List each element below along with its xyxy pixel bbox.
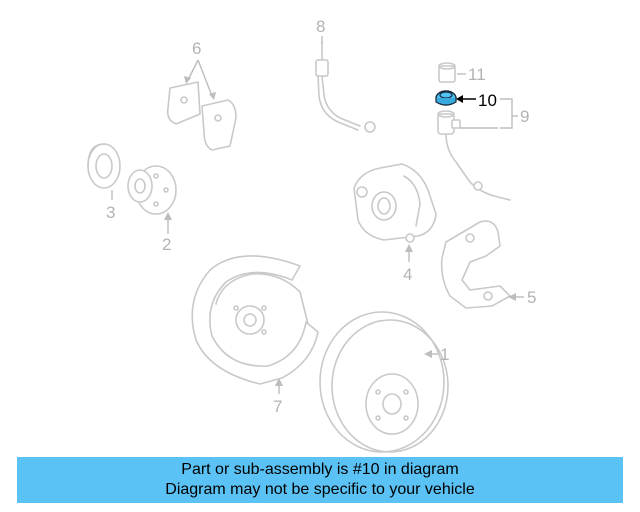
part-8-brake-hose[interactable]: [315, 41, 376, 133]
parts-diagram: 8 6 3 2 11 10: [87, 17, 536, 453]
part-2-hub[interactable]: [127, 165, 177, 215]
callout-2: 2: [162, 235, 171, 254]
callout-11: 11: [468, 65, 486, 84]
callout-1: 1: [440, 345, 449, 364]
part-3-bearing[interactable]: [87, 143, 121, 189]
banner-line-1: Part or sub-assembly is #10 in diagram: [181, 461, 459, 478]
callout-6: 6: [192, 39, 201, 58]
part-10-highlighted[interactable]: [435, 90, 457, 106]
callout-5: 5: [527, 288, 536, 307]
callout-10: 10: [478, 91, 497, 110]
callout-4: 4: [403, 265, 412, 284]
part-4-caliper[interactable]: [353, 163, 437, 243]
part-5-caliper-bracket[interactable]: [440, 220, 511, 309]
banner-line-2: Diagram may not be specific to your vehi…: [165, 481, 475, 498]
part-1-rotor[interactable]: [319, 311, 449, 453]
callout-3: 3: [106, 203, 115, 222]
info-banner: Part or sub-assembly is #10 in diagram D…: [17, 457, 623, 503]
callout-7: 7: [273, 397, 282, 416]
part-11-bleeder-cap[interactable]: [438, 62, 456, 83]
callout-9: 9: [520, 107, 529, 126]
part-6-brake-pads[interactable]: [166, 81, 237, 151]
callout-8: 8: [316, 17, 325, 36]
part-7-splash-shield[interactable]: [191, 255, 319, 385]
part-9-sensor[interactable]: [437, 110, 511, 201]
